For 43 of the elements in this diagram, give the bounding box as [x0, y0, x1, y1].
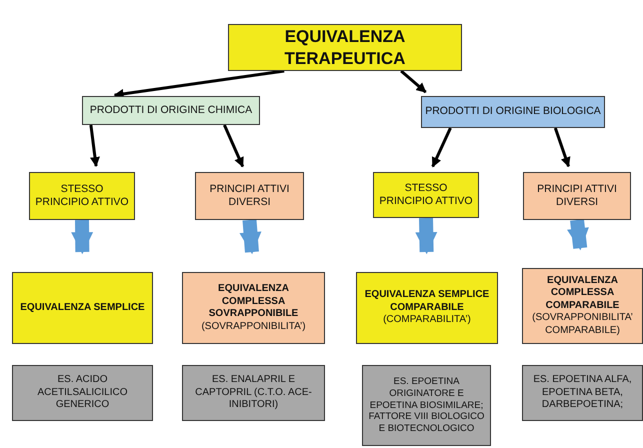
box-note: (SOVRAPPONIBILITA’): [201, 320, 306, 333]
box-heading: ES. EPOETINA ALFA, EPOETINA BETA, DARBEPOETINA;: [532, 374, 633, 412]
box-heading: ES. ENALAPRIL E CAPTOPRIL (C.T.O. ACE-INIBITORI): [194, 374, 313, 412]
box-heading: STESSO PRINCIPIO ATTIVO: [378, 182, 474, 208]
box-heading: ES. EPOETINA ORIGINATORE E EPOETINA BIOSIMILARE; FATTORE VIII BIOLOGICO E BIOTECNOLOGICO: [368, 376, 486, 436]
process-box: [82, 96, 260, 125]
process-box: [29, 172, 135, 220]
box-heading: PRODOTTI DI ORIGINE CHIMICA: [90, 104, 252, 118]
box-heading: EQUIVALENZA COMPLESSA COMPARABILE: [544, 274, 620, 312]
box-heading: PRINCIPI ATTIVI DIVERSI: [536, 182, 618, 210]
arrow: [89, 124, 100, 168]
arrow: [400, 70, 427, 94]
arrow: [114, 70, 284, 99]
box-heading: EQUIVALENZA SEMPLICE: [20, 302, 145, 314]
process-box: [182, 272, 325, 344]
box-heading: STESSO PRINCIPIO ATTIVO: [34, 182, 130, 210]
arrow: [567, 219, 589, 250]
box-heading: EQUIVALENZA SEMPLICE COMPARABILE: [364, 289, 490, 314]
process-box: [362, 365, 491, 446]
box-heading: EQUIVALENZA TERAPEUTICA: [284, 26, 406, 69]
process-box: [195, 172, 304, 220]
process-box: [12, 365, 153, 421]
process-box: [523, 172, 631, 220]
arrow: [431, 127, 452, 168]
process-box: [522, 268, 643, 344]
process-box: [373, 172, 479, 218]
box-note: (SOVRAPPONIBILITA’ COMPARABILE): [531, 312, 634, 338]
box-heading: ES. ACIDO ACETILSALICILICO GENERICO: [36, 374, 129, 412]
process-box: [182, 365, 325, 421]
box-heading: PRODOTTI DI ORIGINE BIOLOGICA: [425, 105, 601, 119]
process-box: [228, 24, 462, 71]
arrow: [71, 220, 94, 254]
process-box: [421, 96, 605, 128]
process-box: [522, 365, 643, 421]
arrow: [239, 219, 262, 254]
box-heading: PRINCIPI ATTIVI DIVERSI: [208, 182, 290, 210]
box-heading: EQUIVALENZA COMPLESSA SOVRAPPONIBILE: [208, 283, 300, 320]
box-note: (COMPARABILITA’): [383, 314, 471, 327]
process-box: [12, 272, 153, 344]
arrow: [223, 124, 244, 168]
arrow: [554, 128, 570, 168]
process-box: [356, 272, 498, 344]
arrow: [415, 218, 438, 254]
